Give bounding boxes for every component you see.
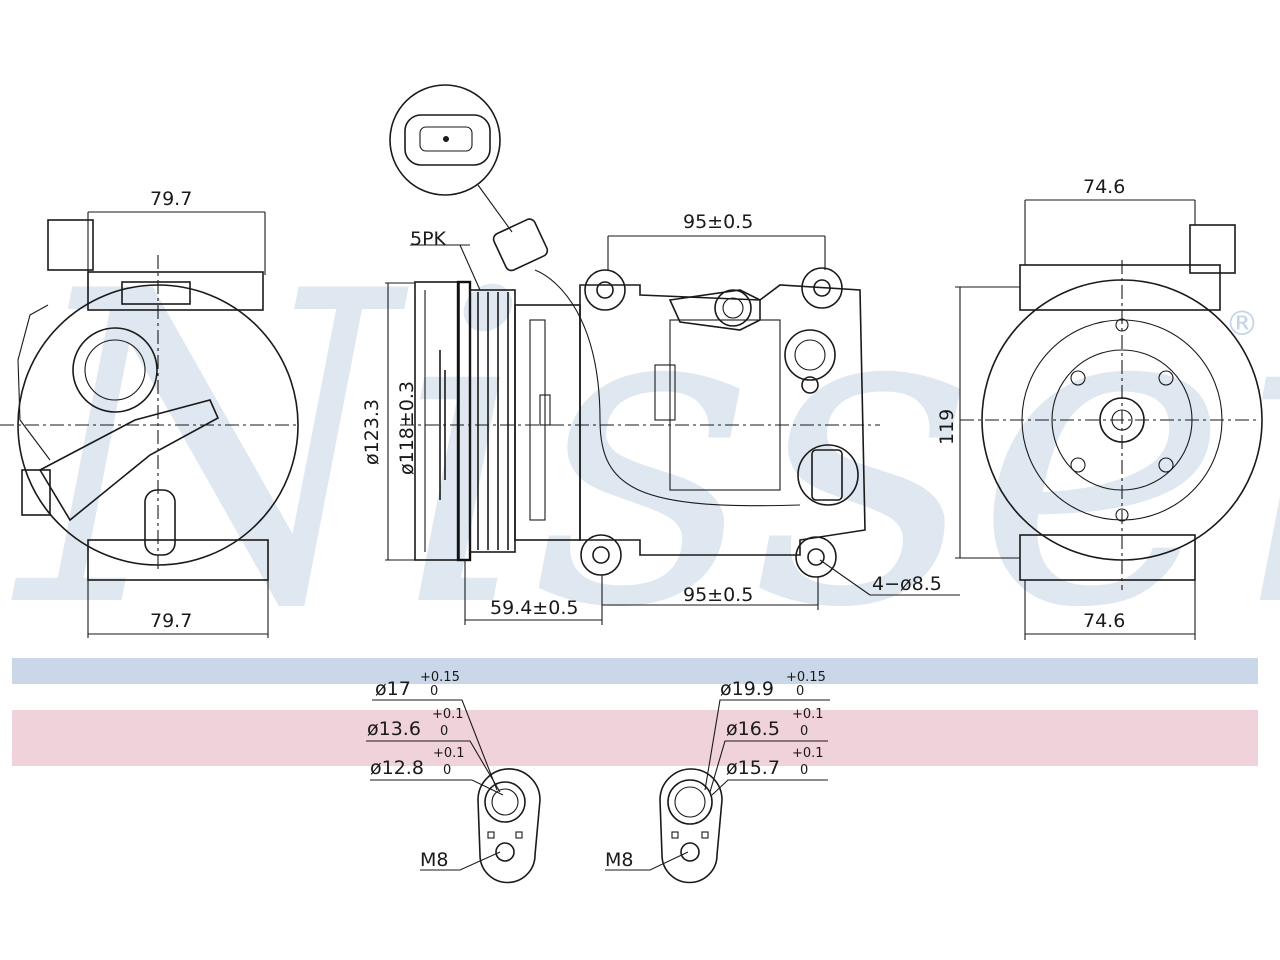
fitting-left-d3-tol-lo: 0	[443, 763, 451, 778]
side-view-compressor	[385, 84, 960, 625]
fitting-right-d3-tol-up: +0.1	[792, 746, 824, 761]
dim-top-spacing: 95±0.5	[683, 211, 753, 233]
dim-right-height: 119	[936, 409, 958, 445]
fitting-right-d3: ø15.7	[726, 757, 780, 779]
fitting-left-d2-tol-up: +0.1	[432, 707, 464, 722]
brand-watermark: Nissens	[7, 202, 1280, 702]
fitting-left-d1: ø17	[375, 678, 411, 700]
dim-outer-diameter: ø123.3	[361, 399, 383, 465]
left-end-view	[0, 211, 300, 638]
fitting-left-d2-tol-lo: 0	[440, 724, 448, 739]
dim-offset: 59.4±0.5	[490, 597, 578, 619]
brand-band-pink	[12, 710, 1258, 766]
fitting-left-d1-tol-up: +0.15	[420, 670, 460, 685]
fitting-right-detail	[605, 699, 830, 884]
label-pulley-5pk: 5PK	[410, 228, 447, 250]
fitting-left-d2: ø13.6	[367, 718, 421, 740]
right-end-view	[955, 199, 1263, 640]
brand-band-blue	[12, 658, 1258, 684]
fitting-left-thread: M8	[420, 849, 448, 871]
fitting-left-detail	[366, 699, 541, 884]
registered-mark: ®	[1225, 304, 1259, 344]
dim-right-top-width: 74.6	[1083, 176, 1125, 198]
fitting-right-d2: ø16.5	[726, 718, 780, 740]
dim-pulley-diameter: ø118±0.3	[396, 381, 418, 475]
fitting-left-d1-tol-lo: 0	[430, 684, 438, 699]
fitting-right-thread: M8	[605, 849, 633, 871]
fitting-right-d1: ø19.9	[720, 678, 774, 700]
dim-left-top-width: 79.7	[150, 188, 192, 210]
fitting-left-d3-tol-up: +0.1	[433, 746, 465, 761]
fitting-right-d2-tol-up: +0.1	[792, 707, 824, 722]
dim-left-bottom-width: 79.7	[150, 610, 192, 632]
dim-right-bottom-width: 74.6	[1083, 610, 1125, 632]
fitting-right-d1-tol-up: +0.15	[786, 670, 826, 685]
fitting-right-d2-tol-lo: 0	[800, 724, 808, 739]
fitting-right-d3-tol-lo: 0	[800, 763, 808, 778]
fitting-right-d1-tol-lo: 0	[796, 684, 804, 699]
dim-bottom-spacing: 95±0.5	[683, 584, 753, 606]
fitting-left-d3: ø12.8	[370, 757, 424, 779]
dim-mount-holes: 4−ø8.5	[872, 573, 942, 595]
